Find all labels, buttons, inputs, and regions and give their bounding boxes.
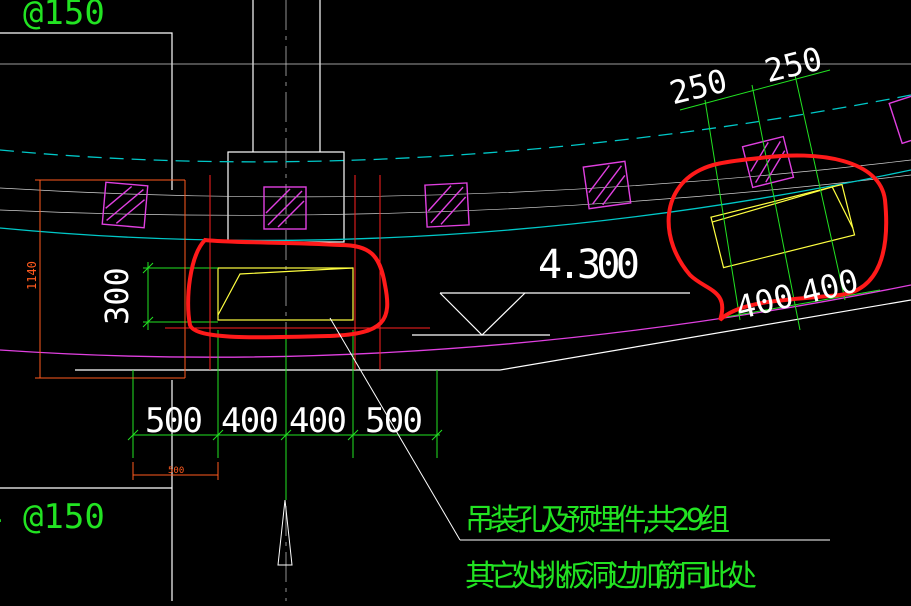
dim-right-1: 400 [732,276,797,327]
leader-line [329,317,830,541]
dim-bottom-1: 500 [145,401,203,441]
top-left-label: 5 @150 [0,0,105,33]
magenta-arc [0,284,911,358]
dim-bottom-3: 400 [289,401,347,441]
dim-top-1: 250 [666,61,731,112]
cyan-arcs [0,94,911,242]
elevation-symbol [412,292,690,336]
green-dimension-lines [127,69,881,500]
dim-bottom-4: 500 [365,401,423,441]
red-markup-circles [186,153,889,340]
bottom-left-label: 4 @150 [0,497,105,537]
hatched-squares [101,93,911,230]
note-line-2: 其它处挑板洞边加筋同此处 [465,559,757,594]
embedded-parts [217,183,856,321]
red-lines [165,175,430,370]
note-line-1: 吊装孔及预埋件,共29组 [465,503,730,538]
dim-bottom-2: 400 [221,401,279,441]
dim-top-2: 250 [761,39,826,90]
dim-left-orange: 1140 [25,261,39,290]
orange-dimensions [35,179,219,480]
dim-left-small: 300 [98,267,136,325]
arrow-icon [277,499,293,566]
elevation-value: 4.300 [538,242,640,288]
dim-right-2: 400 [797,261,862,312]
dim-small-orange: 500 [168,466,184,476]
